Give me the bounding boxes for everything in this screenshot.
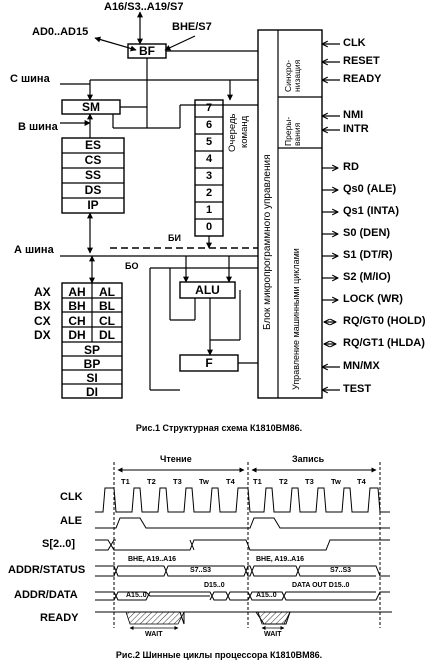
fig1-caption: Рис.1 Структурная схема К1810ВМ86. [135,423,303,433]
signal-nmi: NMI [343,109,364,121]
signal-mn-mx: MN/MX [343,360,380,372]
bf-block: BF [139,44,155,58]
timing-signal-ale: ALE [60,515,82,527]
signal-rd: RD [343,161,359,173]
register-ss: SS [84,168,101,182]
signal-s0: S0 (DEN) [343,227,391,239]
queue-cell-3: 3 [205,170,213,182]
bi-bus-label: БИ [168,233,181,243]
register-ip: IP [87,198,99,212]
phase-read-label: Чтение [160,454,192,464]
register-dl: DL [99,328,115,342]
register-bp: BP [83,357,101,371]
phase-write-label: Запись [292,454,325,464]
write-state-t2: T2 [279,477,288,486]
read-state-tw: Tw [199,477,209,486]
queue-label-1: Очередь [227,113,238,152]
queue-cell-2: 2 [205,187,213,199]
timing-signal-clk: CLK [60,491,83,503]
bhe-label: BHE/S7 [172,21,212,33]
data-write: DATA OUT D15..0 [292,582,350,589]
write-state-t4: T4 [357,477,366,486]
read-state-t3: T3 [173,477,182,486]
register-si: SI [86,371,98,385]
queue-cell-4: 4 [205,153,213,165]
a16-bus-label: A16/S3..A19/S7 [104,1,184,13]
status-read-1: BHE, A19..A16 [128,556,176,563]
control-unit-label: Блок микропрограммного управления [262,154,273,330]
register-ds: DS [84,183,102,197]
signal-intr: INTR [343,123,369,135]
signal-lock: LOCK (WR) [343,293,403,305]
write-state-t3: T3 [305,477,314,486]
timing-signal-addr-status: ADDR/STATUS [8,564,86,576]
register-dh: DH [68,328,86,342]
write-state-t1: T1 [253,477,262,486]
alu-block: ALU [195,283,220,297]
register-di: DI [86,385,98,399]
interrupt-section-label: Преры-вания [283,116,302,146]
register-es: ES [84,138,101,152]
bo-bus-label: БО [125,261,139,271]
a-bus-label: А шина [14,244,54,256]
signal-qs1: Qs1 (INTA) [343,205,400,217]
signal-s1: S1 (DT/R) [343,249,393,261]
status-write-2: S7..S3 [330,567,352,574]
signal-rq-gt0: RQ/GT0 (HOLD) [343,315,426,327]
register-cs: CS [84,153,102,167]
addr-read: A15..0 [126,592,147,599]
queue-cell-6: 6 [205,119,213,131]
signal-test: TEST [343,383,372,395]
write-state-tw: Tw [331,477,341,486]
register-ch: CH [68,314,86,328]
signal-rq-gt1: RQ/GT1 (HLDA) [343,337,425,349]
register-sp: SP [83,343,100,357]
b-bus-label: В шина [18,121,58,133]
signal-reset: RESET [343,55,380,67]
queue-cell-7: 7 [205,102,213,114]
status-write-1: BHE, A19..A16 [256,556,304,563]
flags-block: F [205,356,213,370]
signal-clk: CLK [343,37,366,49]
register-cl: CL [99,314,115,328]
register-al: AL [99,285,115,299]
timing-signal-ready: READY [40,612,79,624]
register-bx: BX [34,299,51,313]
sync-section-label: Синхро-низация [283,59,302,92]
queue-cell-0: 0 [205,221,213,233]
queue-label-2: команд [239,115,250,148]
wait-read: WAIT [145,631,163,638]
read-state-t2: T2 [147,477,156,486]
bus-cycle-section-label: Управление машинными циклами [291,248,301,390]
c-bus-label: С шина [10,73,50,85]
register-cx: CX [34,314,51,328]
signal-qs0: Qs0 (ALE) [343,183,397,195]
sm-block: SM [82,100,100,114]
fig2-caption: Рис.2 Шинные циклы процессора К1810ВМ86. [115,650,323,660]
signal-s2: S2 (M/IO) [343,271,391,283]
status-read-2: S7..S3 [190,567,212,574]
ad-bus-label: AD0..AD15 [32,26,89,38]
wait-write: WAIT [264,631,282,638]
timing-signal-s: S[2..0] [42,538,76,550]
read-state-t4: T4 [226,477,235,486]
register-ax: AX [34,285,51,299]
register-dx: DX [34,328,51,342]
addr-write: A15..0 [256,592,277,599]
read-state-t1: T1 [121,477,130,486]
queue-cell-1: 1 [205,204,213,216]
signal-ready: READY [343,73,382,85]
register-bl: BL [99,299,115,313]
register-bh: BH [68,299,86,313]
queue-cell-5: 5 [205,136,213,148]
register-ah: AH [68,285,86,299]
data-read: D15..0 [204,582,225,589]
timing-signal-addr-data: ADDR/DATA [14,589,78,601]
